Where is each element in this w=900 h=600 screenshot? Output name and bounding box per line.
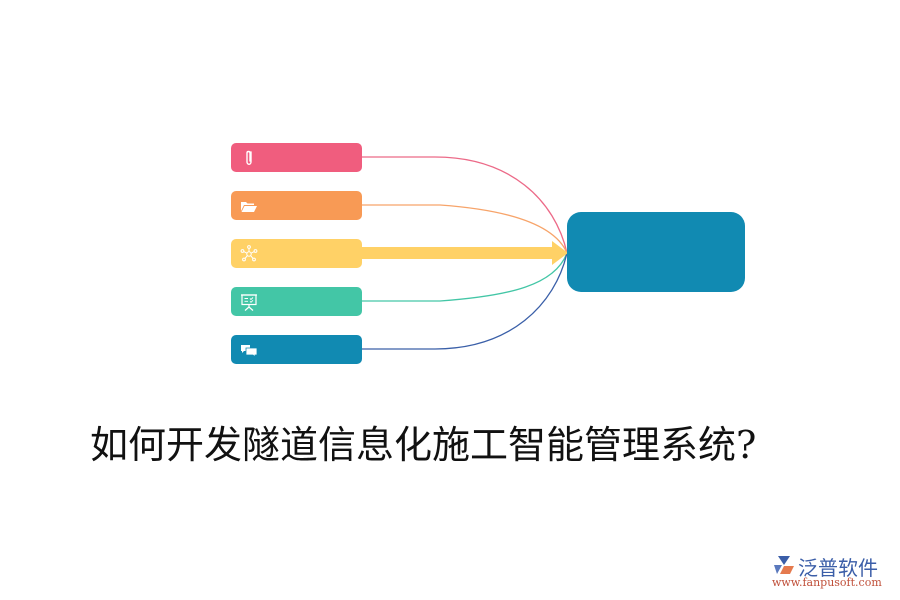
hub-node (567, 212, 745, 292)
node-presentation (231, 287, 362, 316)
node-attachment (231, 143, 362, 172)
network-hub-icon (240, 245, 258, 262)
node-network (231, 239, 362, 268)
fanpu-logo-icon (774, 556, 794, 574)
connector-line-1 (362, 156, 568, 254)
folder-open-icon (241, 202, 257, 212)
connector-line-2 (362, 204, 568, 254)
brand-logo: 泛普软件 www.fanpusoft.com (768, 552, 898, 596)
node-folder (231, 191, 362, 220)
connector-line-4 (362, 252, 568, 302)
brand-url: www.fanpusoft.com (772, 576, 882, 589)
page-title: 如何开发隧道信息化施工智能管理系统? (90, 423, 757, 467)
paperclip-icon (246, 150, 252, 165)
main-arrow (362, 241, 568, 265)
brand-name: 泛普软件 (798, 556, 878, 580)
node-discussion (231, 335, 362, 364)
chat-bubbles-icon (241, 345, 258, 358)
presentation-board-icon (241, 294, 257, 311)
connector-line-5 (362, 252, 568, 350)
